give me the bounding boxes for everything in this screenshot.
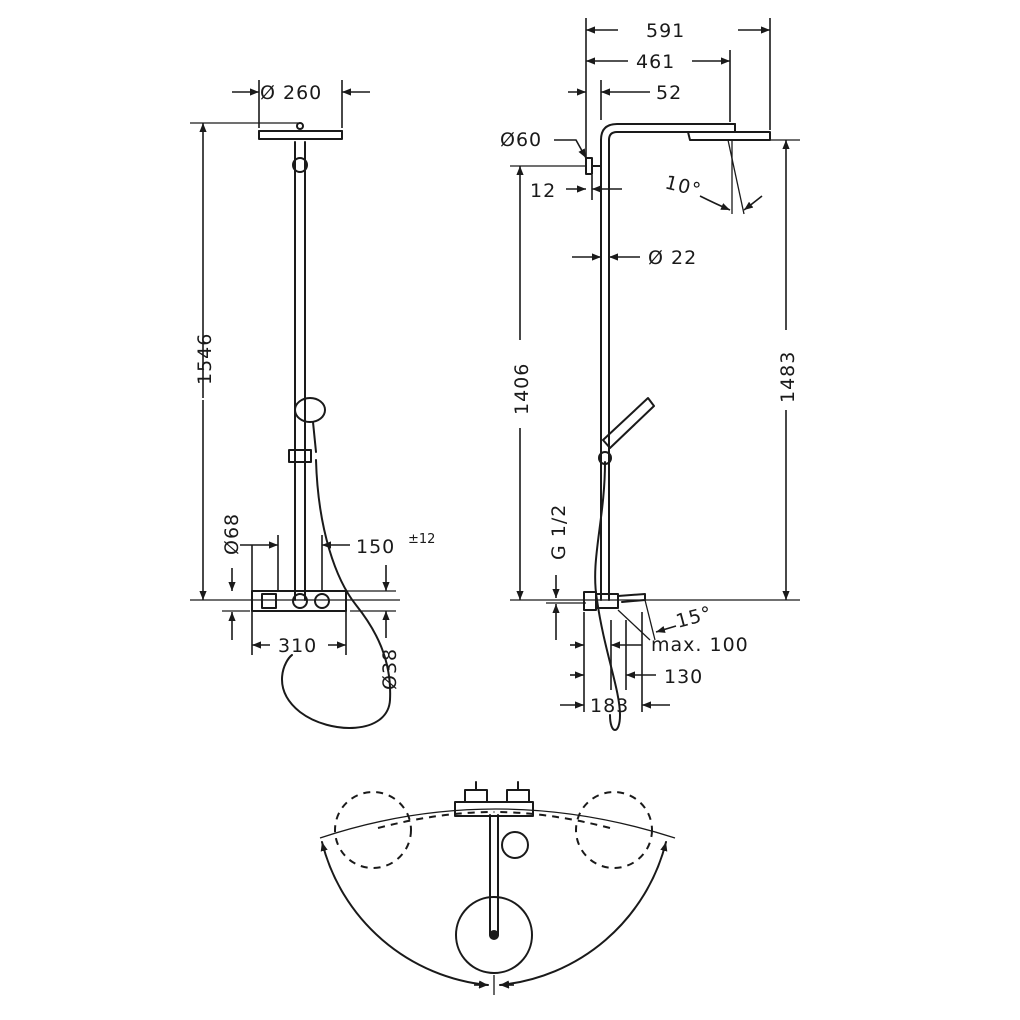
dim-thread: G 1/2 [548,504,570,560]
dim-width-310: 310 [278,635,317,657]
dim-wall-disc: Ø60 [500,129,542,151]
front-view [190,122,400,729]
dim-total-height-front: 1546 [194,333,216,385]
dim-width-461: 461 [636,51,675,73]
dim-max-100: max. 100 [651,634,749,656]
dim-pipe-22: Ø 22 [648,247,697,269]
dim-tilt-10: 10° [663,172,704,202]
dim-angle-15: 15° [674,602,715,633]
dim-width-52: 52 [656,82,682,104]
dim-offset-tolerance: ±12 [408,532,435,547]
dim-diameter-38: Ø38 [379,648,401,690]
front-dimensions: Ø 260 1546 Ø68 150 ±12 Ø38 310 [190,80,435,690]
top-view [319,781,676,995]
dim-depth-183: 183 [590,695,629,717]
dim-height-1483: 1483 [777,351,799,403]
side-dimensions: 591 461 52 Ø60 12 10° Ø 22 1406 [500,18,800,717]
dim-wall-12: 12 [530,180,556,202]
dim-depth-130: 130 [664,666,703,688]
dim-offset-150: 150 [356,536,395,558]
dim-width-591: 591 [646,20,685,42]
dim-valve-diameter: Ø68 [221,513,243,555]
dim-head-diameter: Ø 260 [260,82,322,104]
dim-height-1406: 1406 [511,363,533,415]
